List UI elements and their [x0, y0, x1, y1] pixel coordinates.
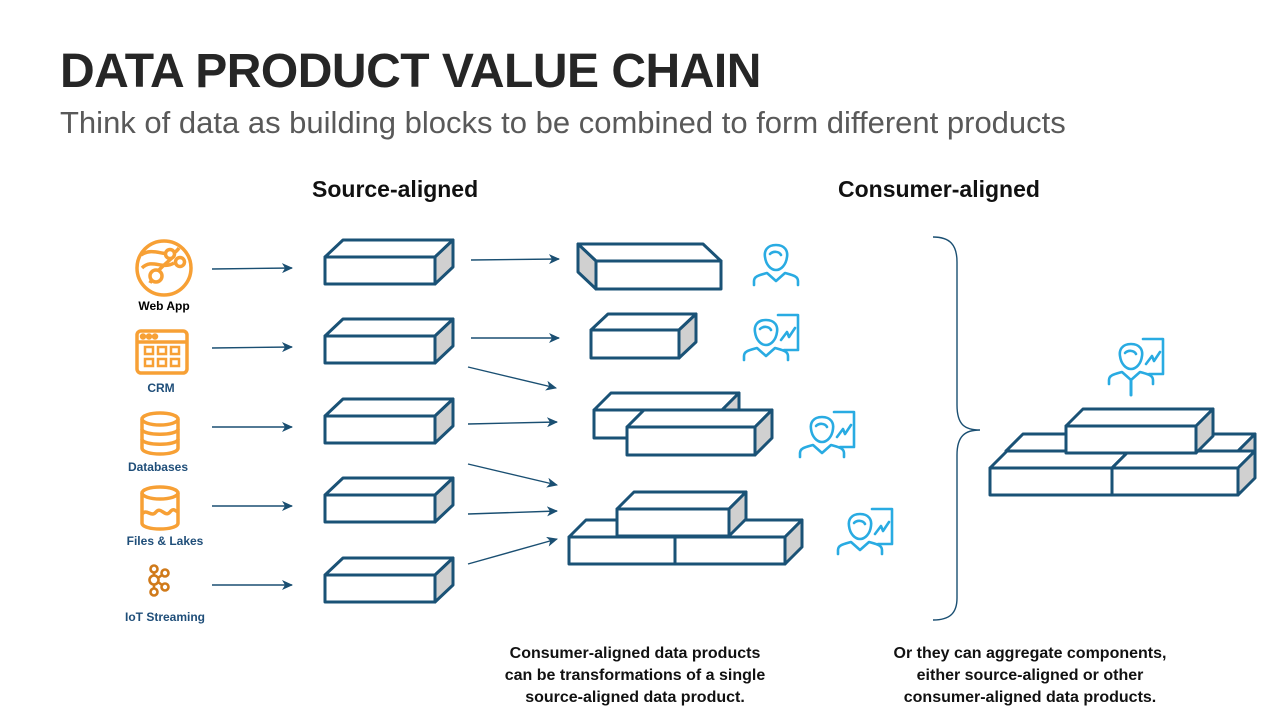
block-front: [1110, 466, 1240, 497]
source-aligned-heading: Source-aligned: [312, 176, 479, 202]
block-front: [323, 573, 437, 604]
block-top: [323, 476, 455, 497]
block-top: [1064, 407, 1215, 428]
crm-icon: [135, 329, 189, 375]
arrow-crm: [211, 342, 293, 353]
source-aligned-block: [323, 317, 455, 365]
block-front: [589, 328, 681, 360]
page-subtitle: Think of data as building blocks to be c…: [60, 105, 1066, 140]
block-front: [625, 425, 757, 457]
consumer-person-icon: [752, 243, 800, 287]
arrow-sa2-ca3: [467, 366, 557, 391]
block-front: [323, 414, 437, 445]
source-aligned-block: [323, 238, 455, 286]
caption-aggregation: Or they can aggregate components, either…: [893, 645, 1167, 706]
source-aligned-block: [323, 476, 455, 524]
source-label-databases: Databases: [127, 460, 189, 474]
consumer-aligned-heading: Consumer-aligned: [838, 176, 1040, 202]
block-front: [673, 535, 787, 566]
aggregator-analyst-icon: [1107, 337, 1165, 397]
data-lake-icon: [140, 485, 180, 531]
block-top: [323, 238, 455, 259]
source-aligned-block: [323, 556, 455, 604]
streaming-icon: [148, 564, 170, 597]
arrow-sa4-ca4: [467, 506, 558, 517]
block-front: [594, 259, 723, 291]
arrow-sa1-ca1: [470, 254, 560, 265]
web-app-icon: [135, 239, 193, 297]
block-front: [323, 255, 437, 286]
consumer-analyst-icon: [798, 410, 856, 459]
arrow-sa3-ca4: [467, 463, 558, 488]
arrow-sa5-ca4: [467, 536, 558, 565]
block-top: [323, 397, 455, 418]
aggregation-brace: [932, 236, 981, 621]
block-top: [625, 408, 774, 429]
aggregated-block: [1110, 449, 1257, 497]
source-label-files: Files & Lakes: [126, 534, 204, 548]
page-title: DATA PRODUCT VALUE CHAIN: [60, 45, 761, 98]
block-top: [615, 490, 748, 511]
block-front: [988, 466, 1114, 497]
source-label-crm: CRM: [147, 381, 175, 395]
block-top: [323, 317, 455, 338]
arrow-webapp: [211, 263, 293, 274]
aggregated-block: [988, 449, 1131, 497]
block-top: [323, 556, 455, 577]
consumer-analyst-icon: [836, 507, 894, 556]
block-front: [323, 493, 437, 524]
database-icon: [140, 411, 180, 456]
block-front: [615, 507, 731, 538]
block-front: [1064, 424, 1198, 455]
caption-transformations: Consumer-aligned data products can be tr…: [504, 645, 766, 706]
source-label-iot: IoT Streaming: [124, 610, 205, 624]
source-aligned-block: [323, 397, 455, 445]
block-front: [567, 535, 677, 566]
consumer-aligned-block: [576, 242, 723, 291]
block-top: [576, 242, 723, 263]
arrow-sa3-ca3: [467, 417, 558, 428]
consumer-analyst-icon: [742, 313, 800, 362]
block-top: [592, 391, 741, 412]
consumer-aligned-block: [625, 408, 774, 457]
consumer-aligned-block: [615, 490, 748, 538]
block-front: [323, 334, 437, 365]
aggregated-block: [1064, 407, 1215, 455]
source-label-webapp: Web App: [138, 299, 190, 313]
consumer-aligned-block: [589, 312, 698, 360]
